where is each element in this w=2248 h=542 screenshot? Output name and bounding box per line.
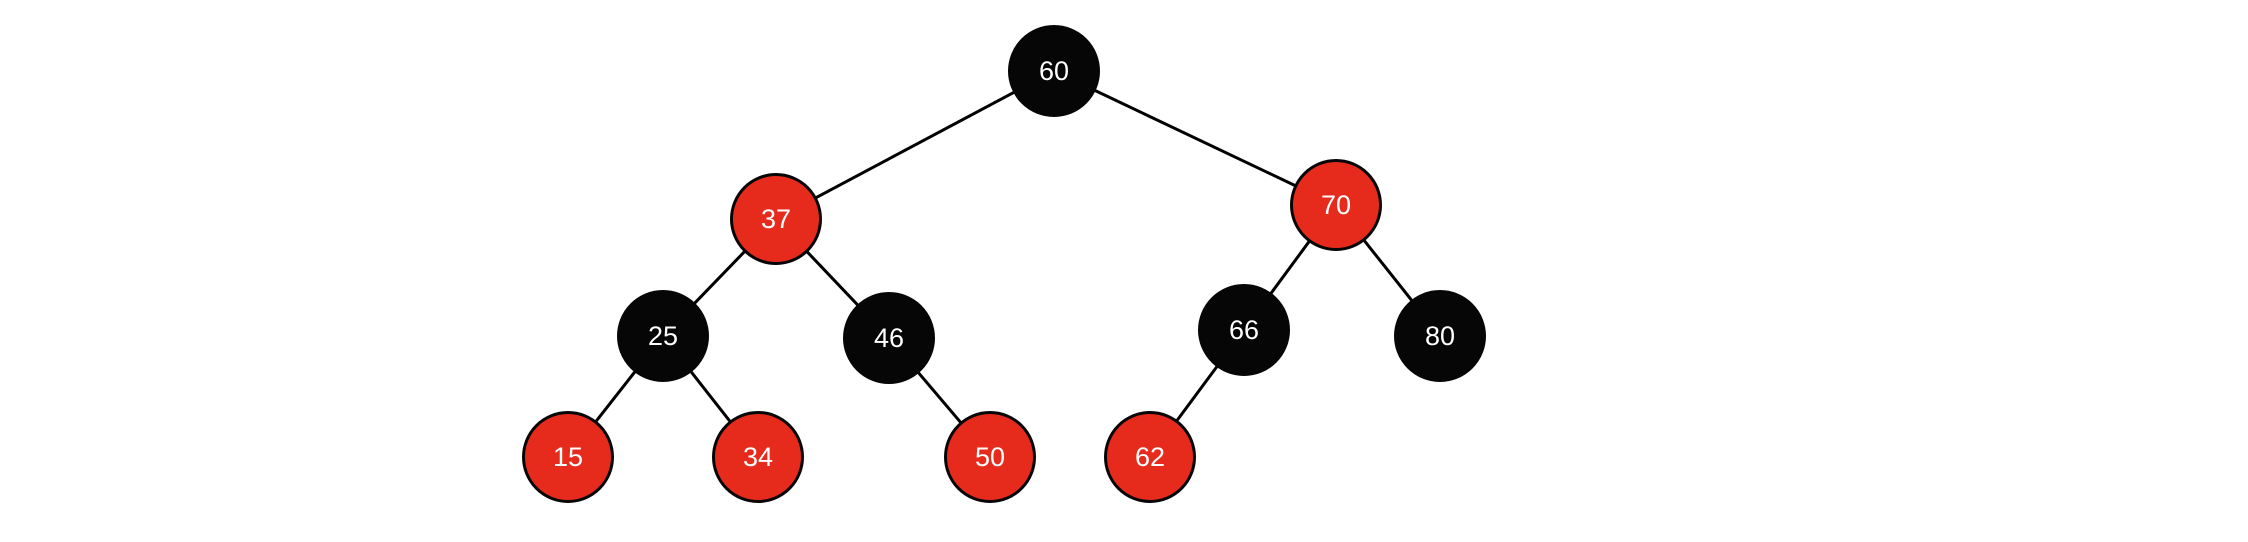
tree-edge — [688, 369, 733, 424]
tree-node-label: 60 — [1038, 55, 1070, 86]
tree-node-37[interactable]: 37 — [730, 173, 822, 265]
tree-edge — [692, 249, 747, 306]
tree-node-label: 25 — [647, 320, 679, 351]
tree-edge — [1092, 88, 1298, 188]
tree-node-34[interactable]: 34 — [712, 411, 804, 503]
tree-node-label: 80 — [1424, 320, 1456, 351]
tree-node-25[interactable]: 25 — [617, 290, 709, 382]
tree-edge — [1361, 237, 1415, 304]
tree-node-label: 50 — [974, 441, 1006, 472]
tree-edge — [813, 90, 1017, 200]
tree-node-label: 70 — [1320, 189, 1352, 220]
tree-edge — [915, 370, 964, 425]
tree-node-50[interactable]: 50 — [944, 411, 1036, 503]
tree-edge — [804, 249, 861, 308]
tree-node-66[interactable]: 66 — [1198, 284, 1290, 376]
tree-node-46[interactable]: 46 — [843, 292, 935, 384]
tree-node-label: 46 — [873, 322, 905, 353]
tree-node-label: 66 — [1228, 314, 1260, 345]
tree-node-70[interactable]: 70 — [1290, 159, 1382, 251]
tree-node-80[interactable]: 80 — [1394, 290, 1486, 382]
tree-node-label: 37 — [760, 203, 792, 234]
tree-node-15[interactable]: 15 — [522, 411, 614, 503]
tree-edge — [1268, 238, 1312, 297]
tree-node-label: 15 — [552, 441, 584, 472]
tree-node-60[interactable]: 60 — [1008, 25, 1100, 117]
tree-node-label: 34 — [742, 441, 774, 472]
tree-node-62[interactable]: 62 — [1104, 411, 1196, 503]
tree-edge — [593, 369, 638, 424]
tree-node-label: 62 — [1134, 441, 1166, 472]
tree-edge — [1174, 363, 1220, 424]
